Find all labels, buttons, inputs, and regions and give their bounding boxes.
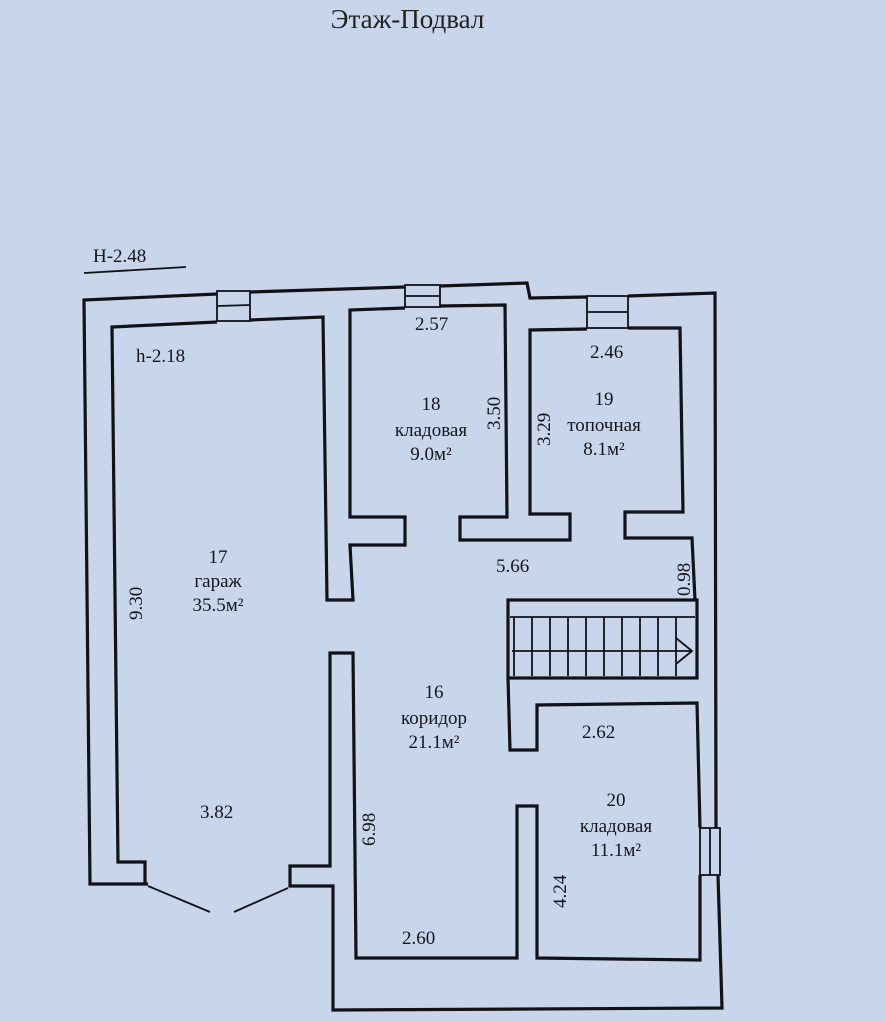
svg-text:18: 18 [422,394,441,415]
svg-text:4.24: 4.24 [550,874,571,908]
svg-text:35.5м²: 35.5м² [193,595,244,616]
svg-text:5.66: 5.66 [496,556,529,577]
svg-text:11.1м²: 11.1м² [591,840,642,861]
outer-wall [82,292,218,886]
outer-wall-bottom [288,651,724,1012]
room-16: 16 коридор 21.1м² [401,682,467,753]
svg-text:кладовая: кладовая [580,816,652,837]
window [404,284,441,308]
svg-text:21.1м²: 21.1м² [409,732,460,753]
svg-text:16: 16 [425,682,444,703]
window [699,827,721,876]
svg-text:17: 17 [209,547,228,568]
svg-text:топочная: топочная [567,415,641,436]
staircase [506,598,699,680]
room-20: 20 кладовая 11.1м² [580,790,652,861]
outer-wall-right [627,291,718,829]
svg-text:гараж: гараж [194,571,242,592]
svg-text:8.1м²: 8.1м² [583,439,625,460]
outer-level-mark: H-2.48 [93,246,146,267]
garage-wall-right [249,306,407,602]
room-17: 17 гараж 35.5м² [193,547,244,616]
svg-text:6.98: 6.98 [359,813,380,846]
window [216,290,251,322]
storage20-wall [506,677,702,829]
svg-text:коридор: коридор [401,708,467,729]
svg-text:2.57: 2.57 [415,314,448,335]
room-18: 18 кладовая 9.0м² [395,394,467,465]
window [586,295,629,329]
dimensions: 2.57 2.46 5.66 3.82 2.62 2.60 9.30 3.50 … [126,314,695,949]
garage-door [147,885,289,913]
svg-text:кладовая: кладовая [395,420,467,441]
boiler-wall [623,326,697,601]
svg-text:0.98: 0.98 [674,563,695,596]
room-19: 19 топочная 8.1м² [567,389,641,460]
svg-text:20: 20 [607,790,626,811]
level-mark-line [83,266,187,274]
svg-text:9.30: 9.30 [126,587,147,620]
svg-text:3.82: 3.82 [200,802,233,823]
svg-text:19: 19 [595,389,614,410]
outer-wall-top-mid [439,281,588,300]
garage-wall [110,320,218,884]
svg-text:2.62: 2.62 [582,722,615,743]
stair-arrow-icon [512,637,694,665]
inner-level-mark: h-2.18 [136,346,185,367]
storage18-wall [439,303,588,542]
svg-text:9.0м²: 9.0м² [410,444,452,465]
svg-text:3.29: 3.29 [534,413,555,446]
stair-treads [510,616,695,676]
svg-text:2.46: 2.46 [590,342,623,363]
svg-text:3.50: 3.50 [484,397,505,430]
svg-text:2.60: 2.60 [402,928,435,949]
floor-plan-title: Этаж-Подвал [330,4,485,34]
outer-wall-top [249,285,406,294]
